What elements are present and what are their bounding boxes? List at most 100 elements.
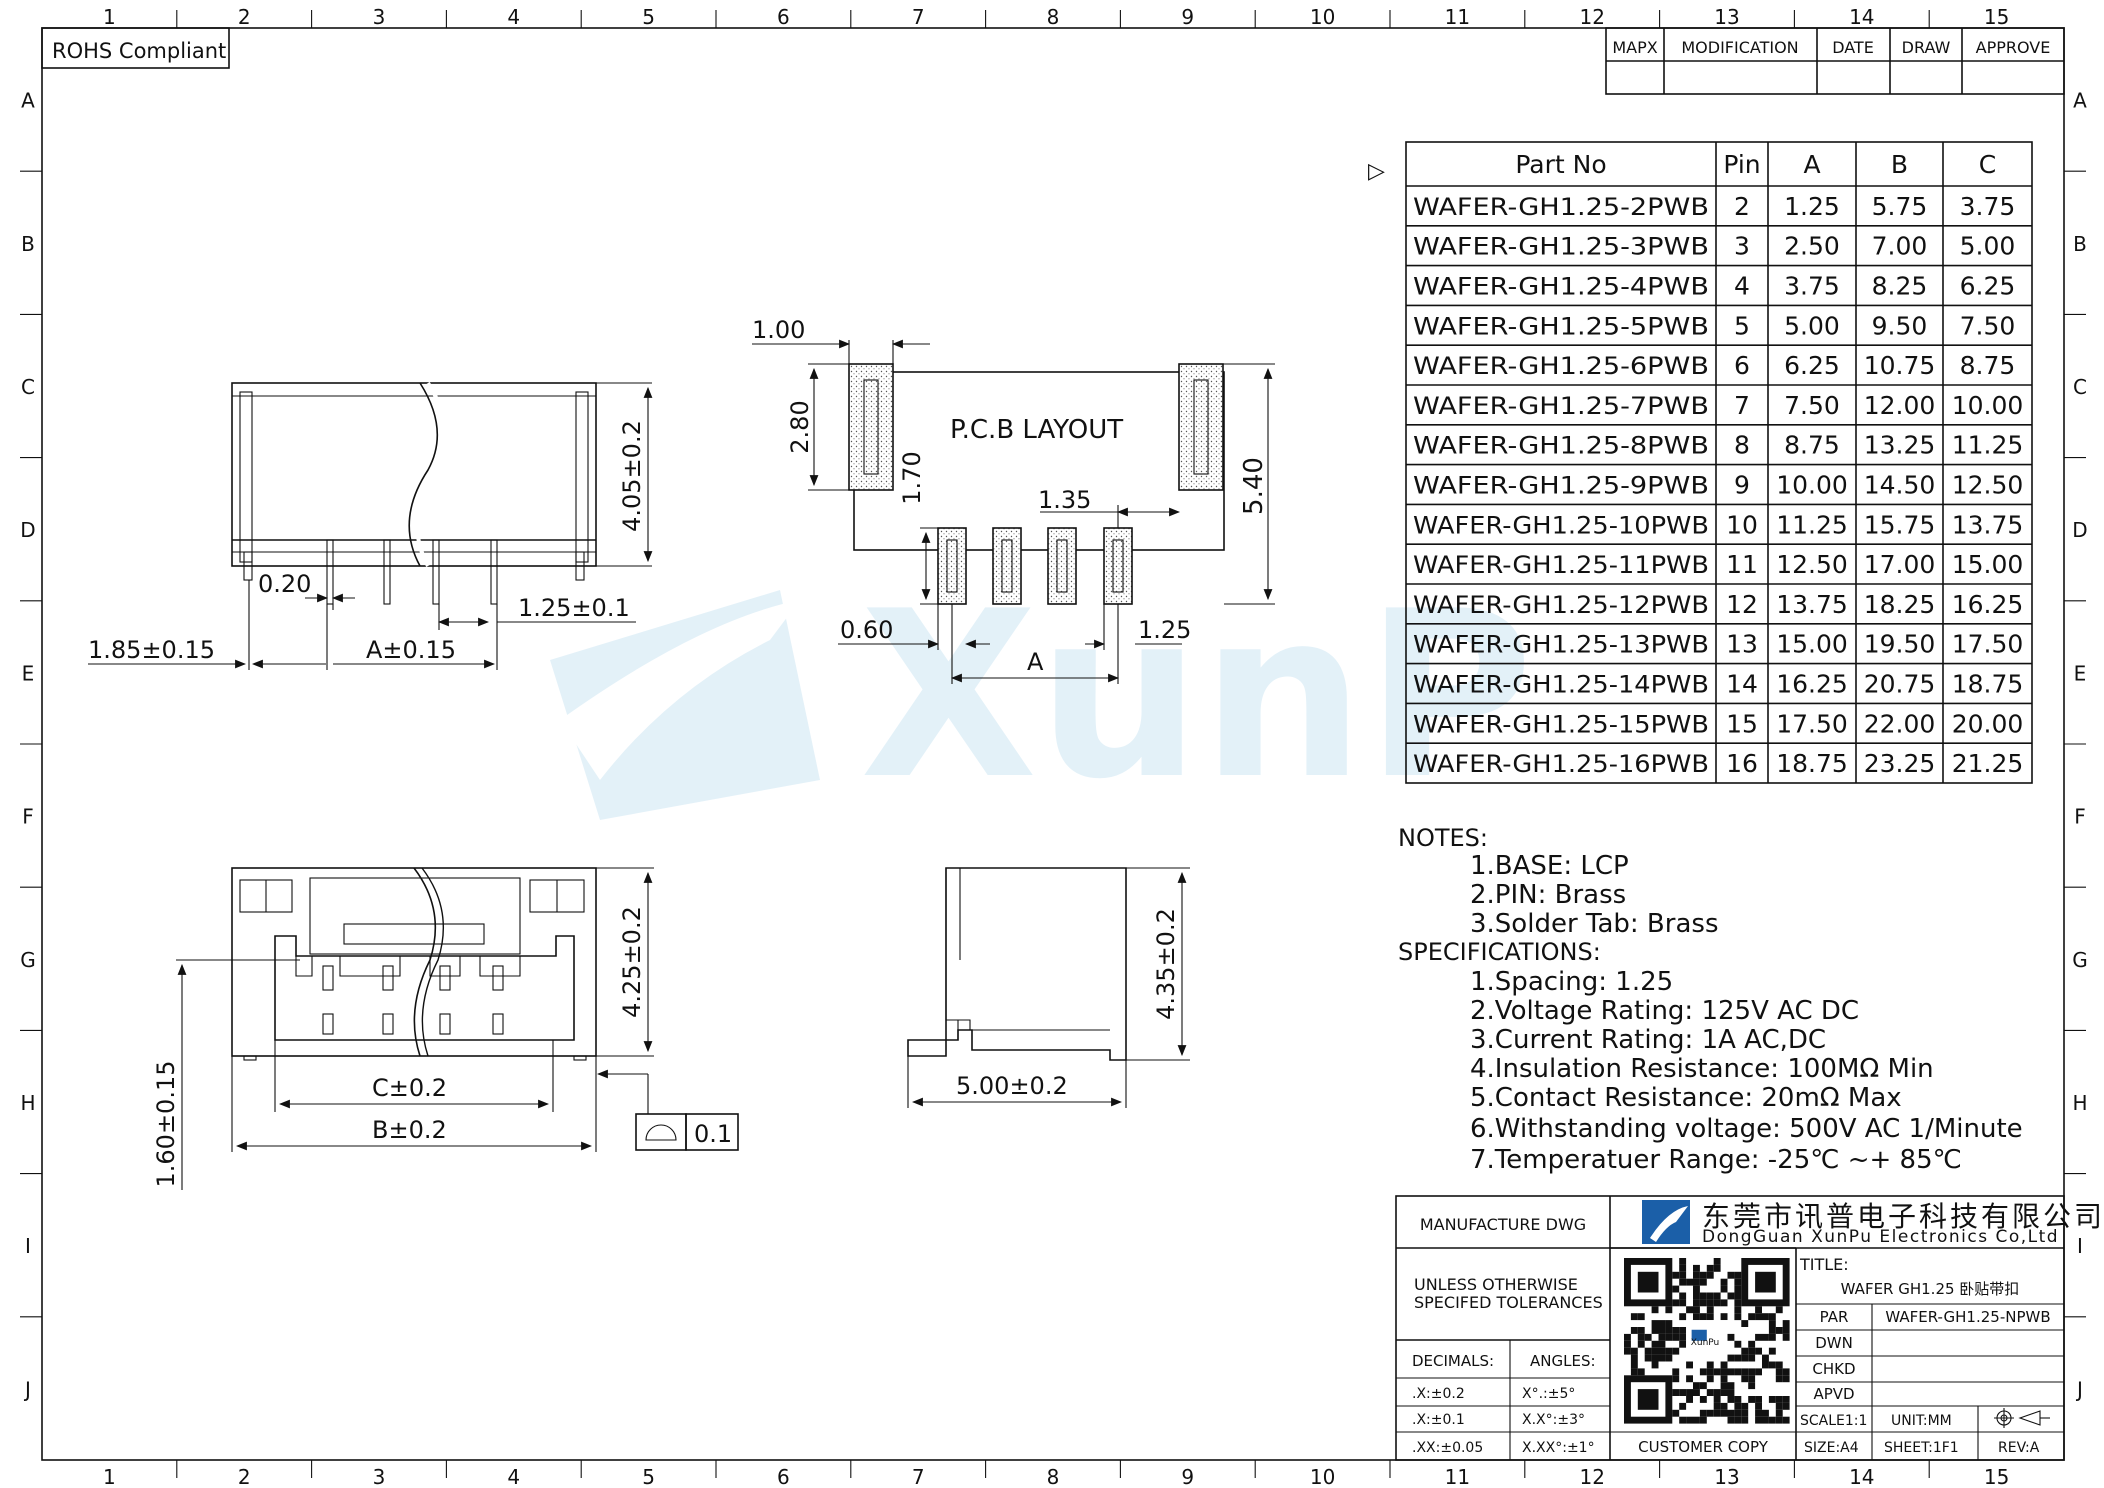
- bottom-height-dim: 4.25±0.2: [618, 906, 646, 1018]
- column-marker: 3: [373, 5, 386, 29]
- angle-tolerance: X.XX°:±1°: [1522, 1440, 1595, 1456]
- column-marker: 3: [373, 1465, 386, 1488]
- table-cell: 12.50: [1776, 550, 1848, 579]
- table-cell: WAFER-GH1.25-7PWB: [1413, 392, 1709, 420]
- table-cell: WAFER-GH1.25-8PWB: [1413, 432, 1709, 460]
- watermark: XunP: [550, 563, 1533, 830]
- table-cell: 10.00: [1952, 391, 2024, 420]
- tolerance-heading: UNLESS OTHERWISE: [1414, 1275, 1578, 1294]
- bottom-b-dim: B±0.2: [372, 1116, 447, 1144]
- rev-header-mapx: MAPX: [1612, 38, 1657, 57]
- front-view: 4.05±0.2 0.20 1.85±0.15 A±0.15 1.25±0.1: [88, 381, 653, 670]
- column-marker: 13: [1714, 1465, 1739, 1488]
- table-cell: 15.00: [1776, 630, 1848, 659]
- front-height-dim: 4.05±0.2: [618, 420, 646, 532]
- row-marker: F: [2074, 805, 2086, 829]
- row-marker: F: [22, 805, 34, 829]
- column-marker: 7: [912, 5, 925, 29]
- company-logo: [1642, 1200, 1690, 1244]
- pcb-tab-height-dim: 2.80: [786, 400, 814, 453]
- table-cell: 7.50: [1960, 311, 2016, 340]
- spec-item: 2.Voltage Rating: 125V AC DC: [1470, 996, 1859, 1026]
- column-marker: 12: [1579, 1465, 1604, 1488]
- front-edge-offset-dim: 1.85±0.15: [88, 636, 215, 664]
- profile-surface-icon: [645, 1124, 677, 1141]
- column-marker: 2: [238, 1465, 251, 1488]
- table-cell: 14: [1726, 670, 1758, 699]
- spec-item: 7.Temperatuer Range: -25℃ ~+ 85℃: [1470, 1145, 1962, 1175]
- table-cell: 7.00: [1872, 232, 1928, 261]
- column-marker: 11: [1445, 5, 1470, 29]
- unit-label: UNIT:MM: [1891, 1413, 1952, 1429]
- front-pitch-dim: 1.25±0.1: [518, 594, 630, 622]
- projection-symbol-icon: [1994, 1408, 2050, 1428]
- table-cell: 20.75: [1864, 670, 1936, 699]
- row-marker: C: [21, 375, 35, 399]
- table-cell: 6.25: [1960, 272, 2016, 301]
- notes-section: NOTES: 1.BASE: LCP 2.PIN: Brass 3.Solder…: [1398, 824, 2023, 1175]
- qr-code: [1624, 1258, 1790, 1424]
- table-header: C: [1979, 150, 1996, 179]
- decimal-tolerance: .X:±0.2: [1412, 1386, 1465, 1402]
- table-cell: 19.50: [1864, 630, 1936, 659]
- spec-title: SPECIFICATIONS:: [1398, 938, 1601, 966]
- row-marker: C: [2073, 375, 2087, 399]
- side-height-dim: 4.35±0.2: [1152, 908, 1180, 1020]
- pcb-pad-width-dim: 0.60: [840, 616, 893, 644]
- table-cell: 22.00: [1864, 709, 1936, 738]
- column-marker: 12: [1579, 5, 1604, 29]
- row-marker: J: [23, 1377, 31, 1401]
- row-marker: A: [21, 89, 35, 113]
- table-cell: 2.50: [1784, 232, 1840, 261]
- table-header: Pin: [1723, 150, 1760, 179]
- table-cell: 9: [1734, 471, 1750, 500]
- column-marker: 7: [912, 1465, 925, 1488]
- pcb-pad-length-dim: 1.70: [898, 451, 926, 504]
- table-header: Part No: [1515, 150, 1606, 179]
- par-label: PAR: [1820, 1308, 1849, 1326]
- rohs-box: ROHS Compliant: [41, 27, 230, 69]
- table-cell: 20.00: [1952, 709, 2024, 738]
- column-marker: 10: [1310, 1465, 1335, 1488]
- table-cell: 5.00: [1784, 311, 1840, 340]
- table-cell: 6: [1734, 351, 1750, 380]
- row-marker: H: [20, 1091, 35, 1115]
- column-marker: 6: [777, 5, 790, 29]
- table-cell: 12.00: [1864, 391, 1936, 420]
- table-cell: 15: [1726, 709, 1758, 738]
- pcb-pad-offset-dim: 1.35: [1038, 486, 1091, 514]
- table-cell: 16.25: [1776, 670, 1848, 699]
- table-cell: WAFER-GH1.25-16PWB: [1413, 750, 1709, 778]
- side-view: 4.35±0.2 5.00±0.2: [907, 867, 1190, 1108]
- row-marker: G: [2072, 948, 2088, 972]
- table-header: A: [1803, 150, 1820, 179]
- table-cell: WAFER-GH1.25-3PWB: [1413, 233, 1709, 261]
- table-cell: 12.50: [1952, 471, 2024, 500]
- column-marker: 14: [1849, 1465, 1874, 1488]
- table-cell: WAFER-GH1.25-11PWB: [1413, 551, 1709, 579]
- rev-header-modification: MODIFICATION: [1681, 38, 1798, 57]
- column-marker: 15: [1984, 5, 2009, 29]
- rev-header-date: DATE: [1832, 38, 1874, 57]
- column-marker: 9: [1181, 1465, 1194, 1488]
- table-cell: 18.75: [1776, 749, 1848, 778]
- rev-label: REV:A: [1998, 1440, 2040, 1456]
- table-cell: 10.75: [1864, 351, 1936, 380]
- row-marker: H: [2072, 1091, 2087, 1115]
- row-marker: J: [2075, 1377, 2083, 1401]
- column-marker: 4: [507, 5, 520, 29]
- column-marker: 15: [1984, 1465, 2009, 1488]
- bottom-side-dim: 1.60±0.15: [152, 1061, 180, 1188]
- company-name-cn: 东莞市讯普电子科技有限公司: [1702, 1200, 2104, 1233]
- table-cell: 8.75: [1960, 351, 2016, 380]
- table-cell: 2: [1734, 192, 1750, 221]
- column-marker: 5: [642, 1465, 655, 1488]
- column-marker: 9: [1181, 5, 1194, 29]
- column-marker: 8: [1047, 5, 1060, 29]
- company-name-en: DongGuan XunPu Electronics Co,Ltd: [1702, 1227, 2059, 1247]
- row-marker: B: [2073, 232, 2087, 256]
- row-marker: B: [21, 232, 35, 256]
- table-cell: 8.25: [1872, 272, 1928, 301]
